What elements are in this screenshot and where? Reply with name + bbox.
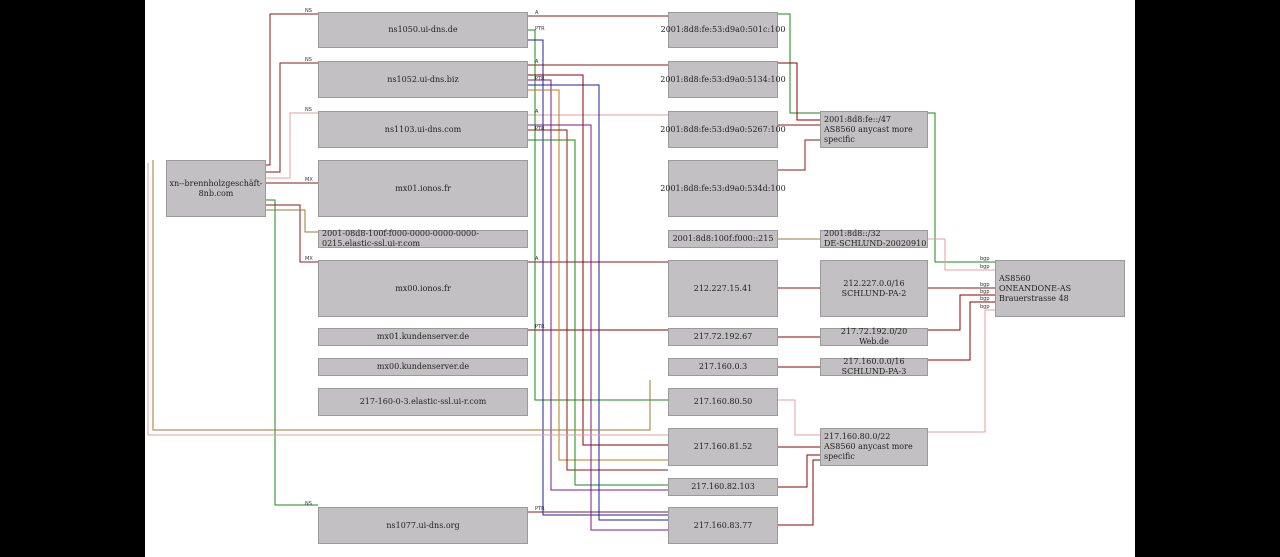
bgp-edge	[928, 112, 995, 263]
mail-exchanger-node[interactable]: mx01.kundenserver.de	[318, 328, 528, 346]
edge-label: A	[535, 59, 539, 65]
ns-edge	[266, 112, 318, 179]
prefix-node[interactable]: 2001:8d8:fe::/47 AS8560 anycast more spe…	[820, 111, 928, 148]
bgp-edge	[928, 309, 995, 433]
prefix-edge	[778, 454, 820, 488]
ns-edge	[266, 199, 318, 506]
edges-layer: NSNSNSMXNSMXAAAAPTRPTRPTRPTRPTRbgpbgpbgp…	[147, 8, 995, 531]
ptr-edge	[528, 129, 668, 471]
ip-address-node[interactable]: 212.227.15.41	[668, 260, 778, 317]
edge-label: NS	[305, 57, 312, 63]
edge-label: bgp	[980, 264, 990, 270]
ip-address-node[interactable]: 2001:8d8:fe:53:d9a0:5267:100	[660, 111, 786, 148]
mx-edge	[266, 209, 318, 233]
bgp-edge	[928, 238, 995, 271]
prefix-node[interactable]: 217.160.80.0/22 AS8560 anycast more spec…	[820, 428, 928, 466]
return-edge	[152, 160, 651, 431]
prefix-node[interactable]: 2001:8d8::/32 DE-SCHLUND-20020910	[820, 229, 928, 248]
ptr-edge	[528, 79, 668, 491]
prefix-node[interactable]: 217.160.0.0/16 SCHLUND-PA-3	[820, 357, 928, 376]
return-edge	[147, 163, 668, 436]
edge-label: MX	[305, 256, 313, 262]
ns-edge	[266, 62, 318, 173]
ip-address-node[interactable]: 217.160.83.77	[668, 507, 778, 544]
edge-label: bgp	[980, 296, 990, 302]
ip-address-node[interactable]: 2001:8d8:fe:53:d9a0:501c:100	[661, 12, 785, 48]
prefix-edge	[778, 62, 820, 121]
edge-label: MX	[305, 177, 313, 183]
ptr-edge	[528, 84, 668, 521]
edge-label: A	[535, 10, 539, 16]
mail-exchanger-node[interactable]: mx00.ionos.fr	[318, 260, 528, 317]
edge-label: PTR	[535, 26, 545, 32]
ptr-edge	[528, 139, 668, 486]
edge-label: bgp	[980, 256, 990, 262]
nameserver-node[interactable]: ns1050.ui-dns.de	[318, 12, 528, 48]
edge-label: NS	[305, 501, 312, 507]
prefix-edge	[778, 399, 820, 436]
ip-address-node[interactable]: 217.160.81.52	[668, 428, 778, 466]
edge-label: A	[535, 109, 539, 115]
asn-node[interactable]: AS8560 ONEANDONE-AS Brauerstrasse 48	[995, 260, 1125, 317]
mx-edge	[266, 204, 318, 263]
nameserver-node[interactable]: ns1052.ui-dns.biz	[318, 61, 528, 98]
edge-label: PTR	[535, 506, 545, 512]
bgp-edge	[928, 294, 995, 331]
ip-address-node[interactable]: 217.72.192.67	[668, 328, 778, 346]
cname-node[interactable]: 217-160-0-3.elastic-ssl.ui-r.com	[318, 388, 528, 416]
ip-address-node[interactable]: 217.160.82.103	[668, 478, 778, 496]
edge-label: A	[535, 256, 539, 262]
prefix-edge	[778, 139, 820, 171]
ptr-edge	[528, 39, 668, 516]
edge-label: PTR	[535, 76, 545, 82]
edge-label: bgp	[980, 289, 990, 295]
ns-edge	[266, 13, 318, 166]
nameserver-node[interactable]: ns1077.ui-dns.org	[318, 507, 528, 544]
edge-label: NS	[305, 8, 312, 14]
root-domain-node[interactable]: xn--brennholzgeschäft-8nb.com	[166, 160, 266, 217]
ip-address-node[interactable]: 2001:8d8:fe:53:d9a0:534d:100	[660, 160, 786, 217]
ip-address-node[interactable]: 2001:8d8:fe:53:d9a0:5134:100	[660, 61, 786, 98]
mail-exchanger-node[interactable]: mx01.ionos.fr	[318, 160, 528, 217]
edge-label: NS	[305, 107, 312, 113]
mail-exchanger-node[interactable]: mx00.kundenserver.de	[318, 358, 528, 376]
edge-label: bgp	[980, 304, 990, 310]
edge-label: PTR	[535, 126, 545, 132]
cname-node[interactable]: 2001-08d8-100f-f000-0000-0000-0000-0215.…	[318, 229, 528, 248]
prefix-node[interactable]: 217.72.192.0/20 Web.de	[820, 327, 928, 346]
ip-address-node[interactable]: 2001:8d8:100f:f000::215	[668, 230, 778, 248]
bgp-edge	[928, 301, 995, 361]
ip-address-node[interactable]: 217.160.0.3	[668, 358, 778, 376]
ip-address-node[interactable]: 217.160.80.50	[668, 388, 778, 416]
nameserver-node[interactable]: ns1103.ui-dns.com	[318, 111, 528, 148]
ptr-edge	[528, 124, 668, 531]
edge-label: bgp	[980, 282, 990, 288]
prefix-node[interactable]: 212.227.0.0/16 SCHLUND-PA-2	[820, 260, 928, 317]
ptr-edge	[528, 74, 668, 446]
prefix-edge	[778, 459, 820, 526]
edge-label: PTR	[535, 324, 545, 330]
ptr-edge	[528, 29, 668, 401]
ptr-edge	[528, 89, 668, 461]
